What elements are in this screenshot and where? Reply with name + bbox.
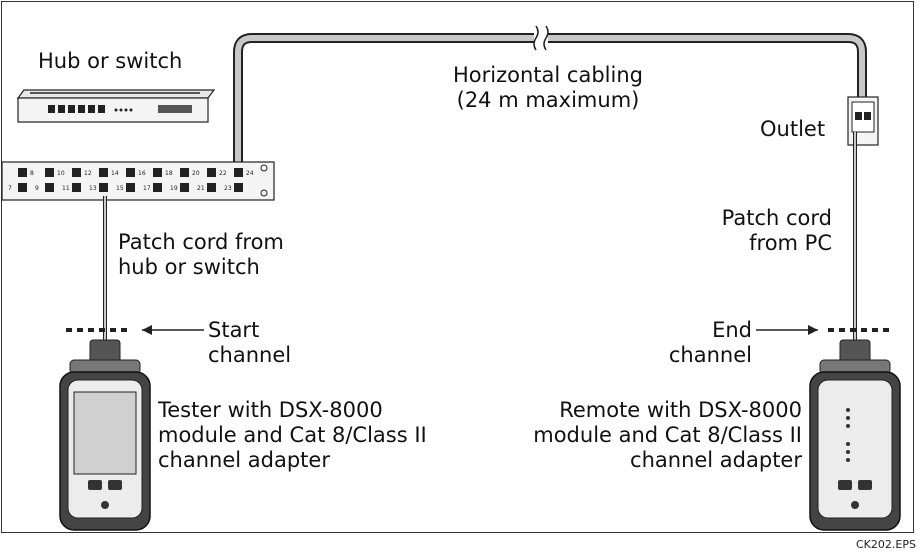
port-number-label: 12	[84, 170, 92, 177]
port-number-label: 16	[138, 170, 146, 177]
tester-label: Tester with DSX-8000 module and Cat 8/Cl…	[158, 398, 427, 473]
cable-break-mark	[533, 25, 549, 51]
diagram-frame	[1, 1, 914, 533]
patch-panel-port	[18, 183, 27, 192]
remote-line1: Remote with DSX-8000	[559, 398, 802, 422]
remote-device	[809, 339, 901, 531]
port-number-label: 13	[89, 185, 97, 192]
tester-line3: channel adapter	[158, 448, 330, 472]
patch-panel	[1, 161, 275, 201]
port-number-label: 21	[197, 185, 205, 192]
horizontal-cabling-label: Horizontal cabling (24 m maximum)	[428, 63, 668, 113]
patch-panel-port	[153, 168, 162, 177]
remote-line3: channel adapter	[630, 448, 802, 472]
horizontal-cabling-line2: (24 m maximum)	[456, 88, 640, 112]
patch-cord-pc-line1: Patch cord	[721, 206, 832, 230]
horizontal-cabling-line1: Horizontal cabling	[453, 63, 643, 87]
port-number-label: 22	[219, 170, 227, 177]
port-number-label: 10	[57, 170, 65, 177]
port-number-label: 18	[165, 170, 173, 177]
patch-panel-port	[234, 183, 243, 192]
start-channel-line2: channel	[208, 343, 292, 367]
patch-cord-pc-line2: from PC	[749, 231, 832, 255]
patch-panel-port	[180, 183, 189, 192]
remote-line2: module and Cat 8/Class II	[533, 423, 802, 447]
patch-panel-port	[18, 168, 27, 177]
port-number-label: 19	[170, 185, 178, 192]
hub-switch-label: Hub or switch	[38, 49, 183, 73]
patch-panel-port	[234, 168, 243, 177]
patch-panel-port	[153, 183, 162, 192]
port-number-label: 8	[30, 170, 34, 177]
patch-panel-port	[99, 183, 108, 192]
end-channel-line1: End	[712, 318, 752, 342]
outlet-label: Outlet	[760, 117, 826, 141]
patch-panel-port	[99, 168, 108, 177]
patch-cord-pc-label: Patch cord from PC	[710, 206, 832, 256]
tester-device	[59, 339, 151, 531]
patch-panel-port	[126, 183, 135, 192]
port-number-label: 20	[192, 170, 200, 177]
patch-panel-port	[126, 168, 135, 177]
end-channel-label: End channel	[660, 318, 752, 368]
port-number-label: 15	[116, 185, 124, 192]
port-number-label: 24	[246, 170, 254, 177]
port-number-label: 7	[8, 185, 12, 192]
port-number-label: 9	[35, 185, 39, 192]
patch-cord-hub-line1: Patch cord from	[118, 230, 284, 254]
patch-panel-port	[207, 183, 216, 192]
start-channel-label: Start channel	[208, 318, 291, 368]
port-number-label: 23	[224, 185, 232, 192]
end-channel-line2: channel	[668, 343, 752, 367]
patch-cord-hub-line2: hub or switch	[118, 255, 260, 279]
patch-cord-hub-label: Patch cord from hub or switch	[118, 230, 284, 280]
tester-line2: module and Cat 8/Class II	[158, 423, 427, 447]
figure-id: CK202.EPS	[856, 538, 916, 551]
patch-panel-port	[45, 168, 54, 177]
patch-panel-port	[180, 168, 189, 177]
port-number-label: 17	[143, 185, 151, 192]
patch-panel-port	[207, 168, 216, 177]
port-number-label: 14	[111, 170, 119, 177]
remote-label: Remote with DSX-8000 module and Cat 8/Cl…	[510, 398, 802, 473]
tester-line1: Tester with DSX-8000	[158, 398, 383, 422]
port-number-label: 11	[62, 185, 70, 192]
hub-switch-device	[16, 89, 216, 123]
patch-panel-port	[72, 168, 81, 177]
patch-panel-port	[72, 183, 81, 192]
wall-outlet	[847, 96, 879, 146]
start-channel-line1: Start	[208, 318, 260, 342]
patch-panel-port	[45, 183, 54, 192]
